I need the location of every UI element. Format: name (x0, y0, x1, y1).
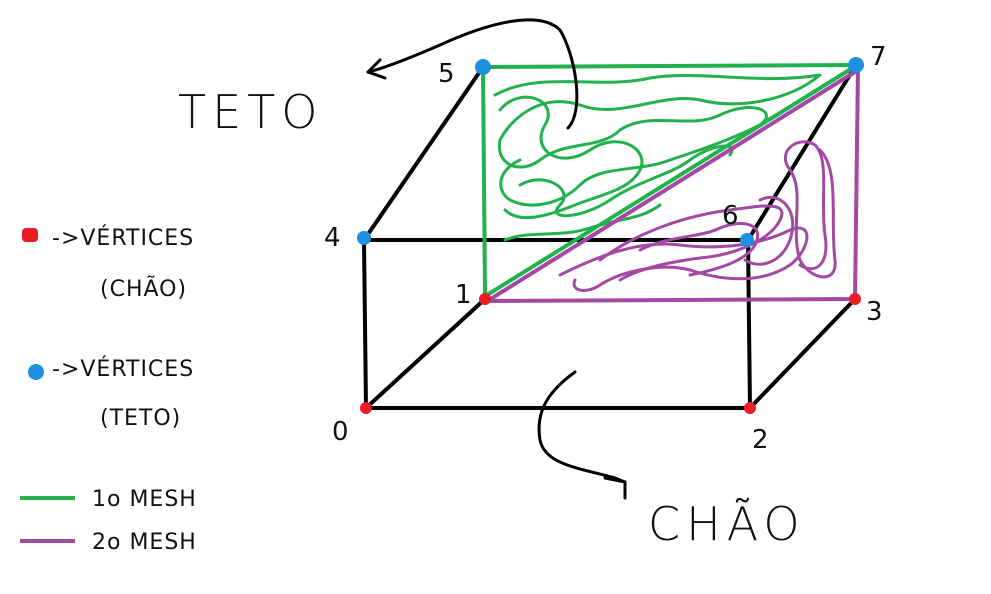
vertex-6-label: 6 (722, 201, 739, 231)
vertex-numbers: 0 1 2 3 4 5 6 7 (324, 42, 887, 455)
vertex-2-label: 2 (752, 425, 769, 455)
legend-floor-sub: (CHÃO) (100, 275, 187, 302)
floor-vertices (360, 293, 861, 414)
vertex-1-dot (479, 293, 491, 305)
ceiling-vertices (357, 57, 864, 247)
teto-label: TETO (178, 85, 323, 139)
edge-6-7 (746, 63, 858, 242)
vertex-4-dot (357, 231, 371, 245)
edge-4-5 (362, 65, 485, 242)
vertex-7-dot (848, 57, 864, 73)
legend-mesh1-text: 1o MESH (92, 487, 197, 512)
legend-mesh2-text: 2o MESH (92, 530, 197, 555)
legend-ceiling-sub: (TETO) (100, 406, 181, 431)
edge-2-6 (746, 238, 752, 410)
legend-floor-text: ->VÉRTICES (52, 225, 194, 251)
vertex-4-label: 4 (324, 223, 341, 253)
legend-floor-swatch (22, 228, 38, 242)
legend-ceiling-text: ->VÉRTICES (52, 356, 194, 382)
mesh2-scribble (558, 140, 837, 292)
vertex-5-dot (475, 59, 491, 75)
edge-0-1 (364, 297, 487, 410)
vertex-3-dot (849, 293, 861, 305)
vertex-7-label: 7 (870, 42, 887, 72)
edge-0-4 (362, 238, 368, 410)
vertex-2-dot (744, 402, 756, 414)
vertex-1-label: 1 (455, 280, 472, 310)
edge-2-3 (748, 297, 857, 410)
teto-arrow (366, 18, 579, 130)
vertex-3-label: 3 (866, 297, 883, 327)
mesh1-scribble (493, 73, 822, 242)
vertex-0-dot (360, 402, 372, 414)
chao-arrow (537, 370, 627, 500)
legend-ceiling-swatch (28, 364, 44, 380)
chao-label: CHÃO (648, 497, 806, 551)
vertex-5-label: 5 (438, 59, 455, 89)
vertex-6-dot (740, 233, 754, 247)
vertex-0-label: 0 (332, 417, 349, 447)
legend: ->VÉRTICES (CHÃO) ->VÉRTICES (TETO) 1o M… (20, 225, 197, 555)
box-edges (362, 63, 858, 410)
